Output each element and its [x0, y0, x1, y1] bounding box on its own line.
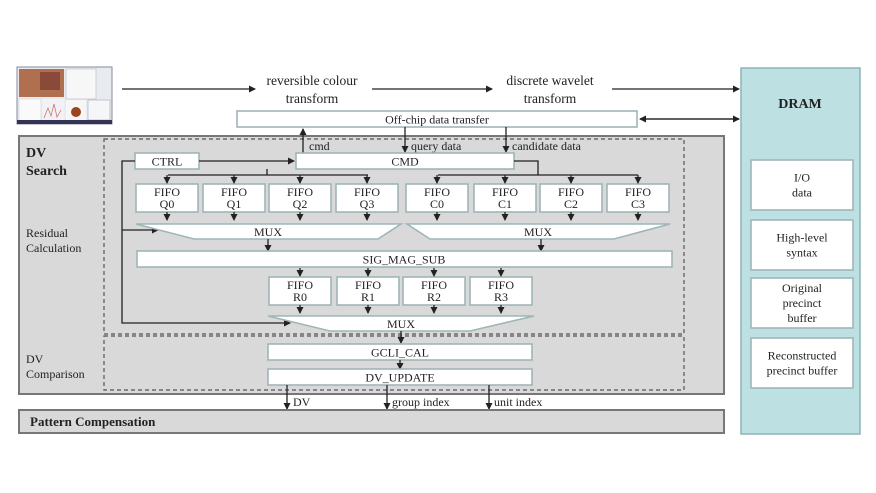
dram-item-0 [750, 159, 854, 211]
dram-title: DRAM [778, 97, 822, 112]
dv-update-block [267, 368, 533, 386]
fifo-c-id: C1 [498, 197, 512, 211]
fifo-q-id: Q3 [360, 197, 375, 211]
ctrl-to-mux-r-line [121, 160, 291, 327]
fifo-c-c3 [606, 183, 670, 213]
residual-label-1: Residual [26, 226, 69, 240]
fifo-r-label: FIFO [488, 278, 514, 292]
dram-item-2 [750, 277, 854, 329]
dram-item-label: buffer [787, 311, 816, 325]
fifo-r-label: FIFO [287, 278, 313, 292]
fifo-c-c1 [473, 183, 537, 213]
fifo-q-label: FIFO [287, 185, 313, 199]
fifo-q-id: Q2 [293, 197, 308, 211]
screen-content-thumbnail [16, 66, 113, 125]
dv-search-title-1: DV [26, 146, 46, 161]
fifo-c-label: FIFO [625, 185, 651, 199]
gcli-cal-label: GCLI_CAL [371, 346, 429, 360]
fifo-q-label: FIFO [354, 185, 380, 199]
fifo-c-id: C2 [564, 197, 578, 211]
dram-item-label: Reconstructed [768, 349, 837, 363]
fifo-r-r2 [402, 276, 466, 306]
dram-item-label: Original [782, 281, 823, 295]
query-data-label: query data [411, 139, 462, 153]
fifo-r-label: FIFO [421, 278, 447, 292]
dram-item-label: precinct buffer [767, 364, 838, 378]
dv-comparison-region [103, 335, 685, 391]
dwt-label-2: transform [524, 91, 577, 106]
cmd-signal-label: cmd [309, 139, 330, 153]
fifo-c-id: C0 [430, 197, 444, 211]
fifo-c-label: FIFO [492, 185, 518, 199]
ctrl-label: CTRL [152, 155, 183, 169]
comparison-label-1: DV [26, 352, 44, 366]
fifo-q-label: FIFO [221, 185, 247, 199]
candidate-data-label: candidate data [512, 139, 582, 153]
comparison-label-2: Comparison [26, 367, 85, 381]
residual-label-2: Calculation [26, 241, 81, 255]
fifo-c-label: FIFO [558, 185, 584, 199]
fifo-r-id: R2 [427, 290, 441, 304]
fifo-r-id: R0 [293, 290, 307, 304]
sig-mag-sub-block [136, 250, 673, 268]
fifo-q-id: Q0 [160, 197, 175, 211]
fifo-r-id: R1 [361, 290, 375, 304]
mux-c [404, 223, 671, 240]
offchip-transfer-box [236, 110, 638, 128]
dram-item-label: I/O [794, 171, 810, 185]
cmd-c-bus-stub [514, 160, 539, 175]
fifo-r-id: R3 [494, 290, 508, 304]
dram-item-label: High-level [776, 231, 828, 245]
fifo-q-q1 [202, 183, 266, 213]
fifo-q-id: Q1 [227, 197, 242, 211]
mux-q-label: MUX [254, 225, 282, 239]
cmd-label: CMD [391, 155, 419, 169]
mux-r [267, 315, 535, 332]
dv-search-title-2: Search [26, 164, 67, 179]
dv-output-label: DV [293, 395, 311, 409]
residual-calculation-region [103, 138, 685, 335]
unit-index-label: unit index [494, 395, 542, 409]
mux-q [135, 223, 404, 240]
dram-item-label: precinct [783, 296, 822, 310]
pattern-compensation-label: Pattern Compensation [30, 414, 156, 429]
rct-label-2: transform [286, 91, 339, 106]
dwt-label-1: discrete wavelet [506, 73, 594, 88]
fifo-r-r1 [336, 276, 400, 306]
group-index-label: group index [392, 395, 450, 409]
dram-item-label: data [792, 186, 813, 200]
rct-label-1: reversible colour [266, 73, 358, 88]
sig-mag-sub-label: SIG_MAG_SUB [363, 253, 446, 267]
offchip-transfer-label: Off-chip data transfer [385, 113, 489, 127]
dram-item-1 [750, 219, 854, 271]
fifo-c-id: C3 [631, 197, 645, 211]
pattern-compensation-panel [18, 409, 725, 434]
fifo-c-label: FIFO [424, 185, 450, 199]
dram-item-label: syntax [786, 246, 817, 260]
fifo-r-label: FIFO [355, 278, 381, 292]
dv-update-label: DV_UPDATE [365, 371, 434, 385]
mux-c-label: MUX [524, 225, 552, 239]
dram-item-3 [750, 337, 854, 389]
mux-r-label: MUX [387, 317, 415, 331]
fifo-c-c2 [539, 183, 603, 213]
fifo-q-label: FIFO [154, 185, 180, 199]
fifo-q-q3 [335, 183, 399, 213]
